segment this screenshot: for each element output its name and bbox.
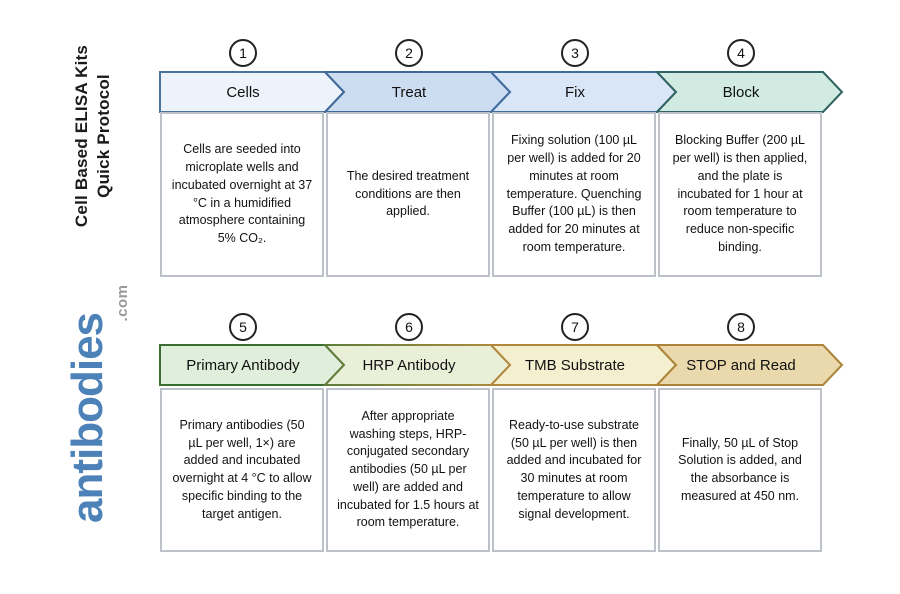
- step-8-number-badge: 8: [727, 313, 755, 341]
- step-6-number-badge: 6: [395, 313, 423, 341]
- step-6-description-box: After appropriate washing steps, HRP-con…: [326, 388, 490, 552]
- step-1-description: Cells are seeded into microplate wells a…: [171, 142, 313, 245]
- step-6-banner-label: HRP Antibody: [362, 356, 456, 374]
- step-7-description: Ready-to-use substrate (50 µL per well) …: [506, 417, 642, 521]
- step-5-description-box: Primary antibodies (50 µL per well, 1×) …: [160, 388, 324, 552]
- antibodies-logo-tld: .com: [114, 284, 131, 322]
- step-7-number-badge: 7: [561, 313, 589, 341]
- step-4-description: Blocking Buffer (200 µL per well) is the…: [672, 133, 808, 254]
- step-5-number-badge: 5: [229, 313, 257, 341]
- step-5-description: Primary antibodies (50 µL per well, 1×) …: [172, 417, 312, 521]
- step-4-banner-shape: [654, 71, 844, 113]
- step-5-number: 5: [239, 319, 247, 335]
- antibodies-logo: antibodies: [63, 312, 112, 524]
- step-6-description: After appropriate washing steps, HRP-con…: [337, 408, 479, 530]
- step-8-banner-shape: [654, 344, 844, 386]
- row1-banner-arrows: [159, 71, 844, 113]
- step-8-description: Finally, 50 µL of Stop Solution is added…: [678, 435, 802, 503]
- page-title-line-2: Quick Protocol: [94, 74, 113, 198]
- step-4-banner-label: Block: [722, 83, 760, 101]
- step-3-description: Fixing solution (100 µL per well) is add…: [506, 133, 642, 254]
- step-2-description-box: The desired treatment conditions are the…: [326, 112, 490, 277]
- step-7-banner-label: TMB Substrate: [524, 356, 626, 374]
- step-1-description-box: Cells are seeded into microplate wells a…: [160, 112, 324, 277]
- step-2-number-badge: 2: [395, 39, 423, 67]
- step-4-description-box: Blocking Buffer (200 µL per well) is the…: [658, 112, 822, 277]
- step-3-number-badge: 3: [561, 39, 589, 67]
- step-1-banner-label: Cells: [226, 83, 260, 101]
- step-3-number: 3: [571, 45, 579, 61]
- step-2-number: 2: [405, 45, 413, 61]
- step-4-number: 4: [737, 45, 745, 61]
- page-title-line-1: Cell Based ELISA Kits: [72, 44, 91, 228]
- row2-banner-arrows: [159, 344, 844, 386]
- step-8-number: 8: [737, 319, 745, 335]
- step-4-number-badge: 4: [727, 39, 755, 67]
- step-5-banner-label: Primary Antibody: [186, 356, 300, 374]
- step-1-number: 1: [239, 45, 247, 61]
- step-2-banner-label: Treat: [391, 83, 427, 101]
- step-8-banner-label: STOP and Read: [686, 356, 796, 374]
- step-3-description-box: Fixing solution (100 µL per well) is add…: [492, 112, 656, 277]
- step-7-number: 7: [571, 319, 579, 335]
- step-7-description-box: Ready-to-use substrate (50 µL per well) …: [492, 388, 656, 552]
- step-6-number: 6: [405, 319, 413, 335]
- step-2-description: The desired treatment conditions are the…: [346, 168, 470, 219]
- page-title: Cell Based ELISA Kits Quick Protocol: [71, 36, 117, 236]
- step-1-number-badge: 1: [229, 39, 257, 67]
- step-8-description-box: Finally, 50 µL of Stop Solution is added…: [658, 388, 822, 552]
- step-3-banner-label: Fix: [565, 83, 585, 101]
